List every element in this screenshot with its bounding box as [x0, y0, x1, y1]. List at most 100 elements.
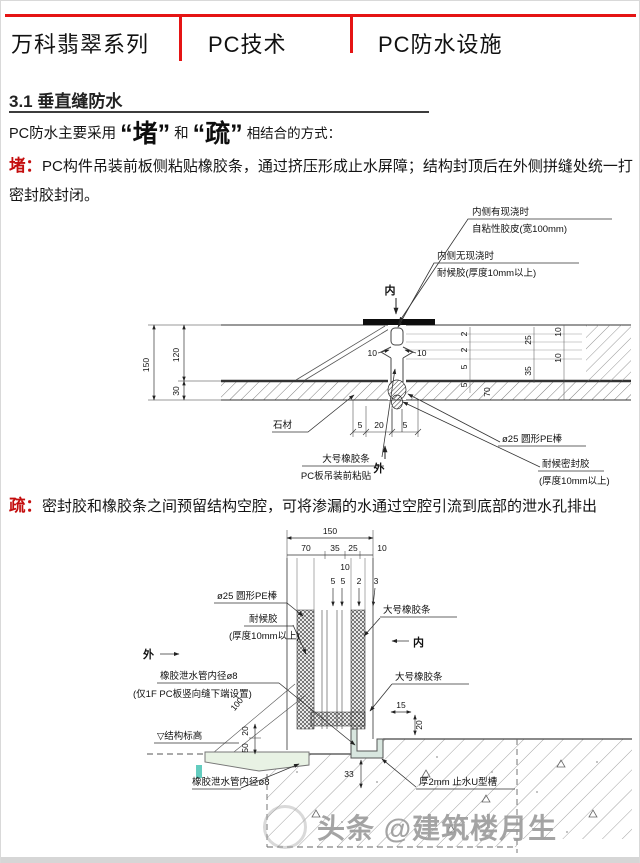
- d2-leader-lines: [154, 603, 515, 789]
- intro-quote-shu: “疏”: [192, 120, 243, 148]
- d2-label-channel: 厚2mm 止水U型槽: [419, 776, 498, 788]
- d1-dim-r3: 5: [459, 364, 469, 369]
- d1-label-stone: 石材: [273, 419, 293, 431]
- watermark-text: 头条 @建筑楼月生: [317, 807, 557, 847]
- d2-dim-10: 10: [377, 543, 387, 553]
- d2-concrete-slab: [147, 739, 632, 853]
- d2-label-rubber-top: 大号橡胶条: [383, 604, 431, 616]
- d2-dim-70: 70: [301, 543, 311, 553]
- d2-direction-inside: 内: [413, 635, 424, 649]
- d2-label-pe-rod: ø25 圆形PE棒: [217, 590, 278, 602]
- d1-label-cast-2: 自粘性胶皮(宽100mm): [472, 223, 567, 235]
- d2-label-weather-1: 耐候胶: [249, 613, 278, 625]
- section-title-underline: [9, 111, 429, 113]
- paragraph-shu: 疏：密封胶和橡胶条之间预留结构空腔，可将渗漏的水通过空腔引流到底部的泄水孔排出: [9, 491, 637, 522]
- d2-label-drain-1: 橡胶泄水管内径ø8: [160, 670, 238, 682]
- d1-direction-inside: 内: [385, 283, 396, 297]
- d2-dim-33: 33: [344, 769, 354, 779]
- d1-dim-r4: 5: [459, 382, 469, 387]
- watermark-handle: @建筑楼月生: [383, 813, 558, 844]
- paragraph-shu-text: 密封胶和橡胶条之间预留结构空腔，可将渗漏的水通过空腔引流到底部的泄水孔排出: [42, 498, 598, 515]
- d1-dim-joint-left: 10: [368, 348, 378, 358]
- d1-label-cast-1: 内侧有现浇时: [472, 206, 530, 218]
- paragraph-du: 堵：PC构件吊装前板侧粘贴橡胶条，通过挤压形成止水屏障；结构封顶后在外侧拼缝处统…: [9, 151, 637, 209]
- paragraph-shu-label: 疏：: [9, 497, 42, 515]
- header-divider-2: [350, 14, 353, 53]
- header-top-rule: [5, 14, 636, 17]
- d2-dim-50: 50: [240, 743, 250, 753]
- du-detail-drawing: 150 120 30 10 10 5 20 5 2 2 5 5 25: [141, 206, 631, 487]
- d2-label-weather-2: (厚度10mm以上): [229, 630, 300, 642]
- d1-dim-r8: 10: [553, 353, 563, 363]
- d2-water-stop-channel: [351, 729, 383, 758]
- d2-dim-s4: 3: [374, 576, 379, 586]
- watermark-source: 头条: [317, 813, 376, 844]
- d1-dim-r1: 2: [459, 331, 469, 336]
- d1-right-dimensions: [470, 325, 564, 400]
- intro-line: PC防水主要采用 “堵” 和 “疏” 相结合的方式：: [9, 114, 341, 150]
- d1-dim-5a: 5: [358, 420, 363, 430]
- intro-suffix: 相结合的方式：: [246, 126, 342, 141]
- d2-dim-35: 35: [330, 543, 340, 553]
- d2-joint-strips: [213, 558, 373, 759]
- header-divider-1: [179, 14, 182, 61]
- d1-dim-30: 30: [171, 386, 181, 396]
- d1-leader-lines: [272, 219, 612, 471]
- d2-concrete-triangles: [312, 760, 597, 832]
- d1-dim-r7: 10: [553, 327, 563, 337]
- d1-label-rubber-1: 大号橡胶条: [322, 453, 370, 465]
- d2-dim-s3: 2: [357, 576, 362, 586]
- d1-joint-gap: [388, 319, 406, 400]
- d2-label-drain-2: (仅1F PC板竖向缝下端设置): [133, 688, 252, 700]
- d2-concrete-dots: [296, 756, 598, 833]
- d1-dim-r2: 2: [459, 347, 469, 352]
- d1-pe-rod: [392, 395, 403, 409]
- d1-dim-150: 150: [141, 358, 151, 372]
- d2-direction-outside: 外: [142, 647, 154, 661]
- header-tech-title: PC技术: [208, 32, 287, 57]
- shu-detail-drawing: 150 70 35 25 10 10 5 5 2 3: [133, 526, 632, 855]
- d2-top-dimensions: [286, 530, 375, 610]
- d1-joint-detail: [363, 319, 435, 432]
- d1-dim-r9: 70: [482, 387, 492, 397]
- d2-dim-mid10: 10: [340, 562, 350, 572]
- d1-dim-120: 120: [171, 348, 181, 362]
- d2-drip-ledge: [204, 751, 310, 772]
- d2-dim-150: 150: [323, 526, 337, 536]
- d2-label-structural-level: ▽结构标高: [157, 730, 202, 742]
- page-bottom-edge: [1, 857, 639, 863]
- d1-label-nocast-1: 内侧无现浇时: [437, 250, 495, 262]
- d2-water-drip-mark: [196, 765, 202, 778]
- watermark: 头条 @建筑楼月生: [263, 805, 557, 849]
- d1-label-rubber-2: PC板吊装前粘贴: [301, 470, 372, 482]
- paragraph-du-text: PC构件吊装前板侧粘贴橡胶条，通过挤压形成止水屏障；结构封顶后在外侧拼缝处统一打…: [9, 158, 633, 204]
- section-title: 3.1 垂直缝防水: [9, 92, 123, 111]
- d2-dim-15: 15: [396, 700, 406, 710]
- d2-rubber-strip: [351, 610, 365, 729]
- d2-dim-s2: 5: [341, 576, 346, 586]
- d2-weather-sealant-strip: [297, 610, 314, 729]
- d2-bottom-rubber-bar: [311, 712, 365, 726]
- d1-dim-joint-right: 10: [417, 348, 427, 358]
- d2-label-drain-bottom: 橡胶泄水管内径ø8: [192, 776, 270, 788]
- d2-dim-20b: 20: [240, 726, 250, 736]
- toutiao-ghost-icon: [263, 805, 307, 849]
- d1-dim-r5: 25: [523, 335, 533, 345]
- d2-dim-20a: 20: [414, 720, 424, 730]
- d2-side-dimensions: [249, 710, 417, 789]
- d1-dim-20: 20: [374, 420, 384, 430]
- intro-mid: 和: [174, 125, 189, 142]
- d2-label-rubber-bottom: 大号橡胶条: [395, 671, 443, 683]
- d1-label-sealant-2: (厚度10mm以上): [539, 475, 610, 487]
- d1-direction-outside: 外: [373, 461, 385, 475]
- d1-left-dimensions: [148, 324, 221, 401]
- d1-label-sealant-1: 耐候密封胶: [542, 458, 590, 470]
- paragraph-du-label: 堵：: [9, 157, 42, 175]
- d1-label-pe-rod: ø25 圆形PE棒: [502, 433, 563, 445]
- header-topic-title: PC防水设施: [378, 32, 503, 57]
- intro-prefix: PC防水主要采用: [9, 125, 117, 142]
- d2-dim-25: 25: [348, 543, 358, 553]
- d1-wall-section: [221, 325, 631, 400]
- d1-dim-r6: 35: [523, 366, 533, 376]
